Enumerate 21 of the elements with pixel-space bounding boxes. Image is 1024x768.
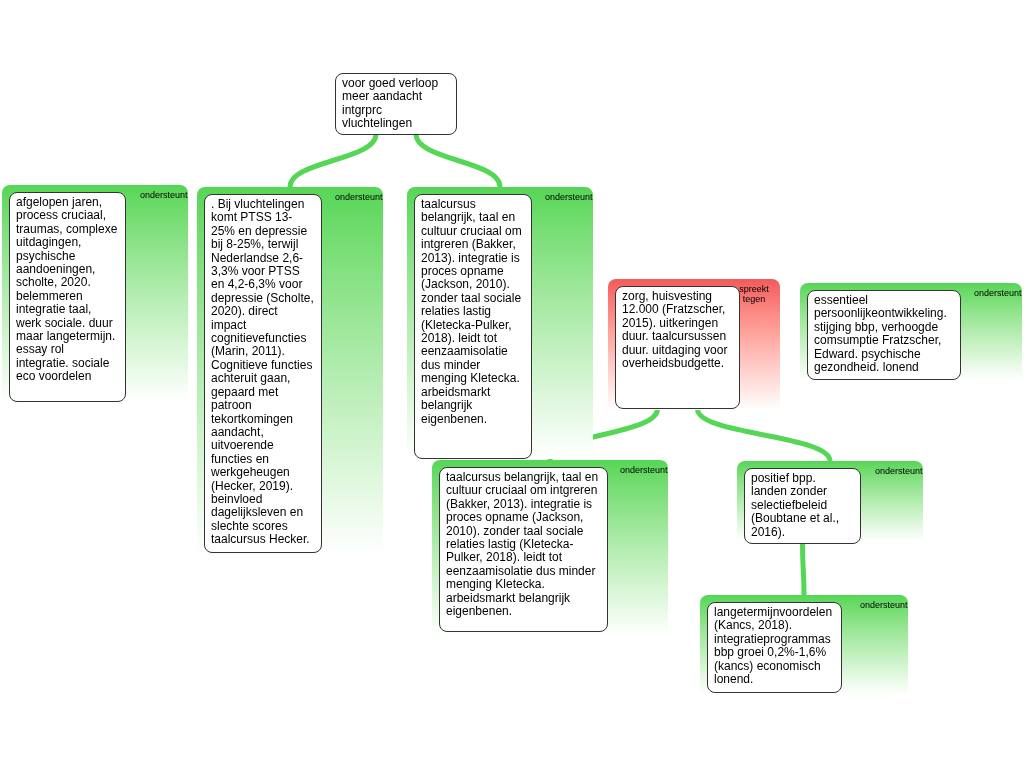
support-band bbox=[700, 595, 908, 695]
objection-band bbox=[608, 279, 780, 410]
reason-box: taalcursus belangrijk, taal en cultuur cruciaal om intgreren (Bakker, 2013). integratie is proces opname (Jackson, 2010). zonder taal sociale relaties lastig (Kletecka-Pulker, 2018). leidt tot eenzaamisolatie dus minder menging Kletecka. arbeidsmarkt belangrijk eigenbenen. bbox=[439, 467, 608, 632]
support-band bbox=[800, 283, 1022, 380]
support-band bbox=[407, 187, 593, 459]
relation-label: spreekt tegen bbox=[738, 284, 770, 304]
support-band bbox=[432, 460, 668, 636]
support-band bbox=[737, 461, 923, 541]
reason-box: positief bpp. landen zonder selectiefbeleid (Boubtane et al., 2016). bbox=[744, 468, 861, 544]
claim-box: voor goed verloop meer aandacht intgrprc vluchtelingen bbox=[335, 73, 457, 135]
connector bbox=[695, 408, 833, 462]
connector bbox=[413, 133, 503, 188]
reason-box: taalcursus belangrijk, taal en cultuur cruciaal om intgreren (Bakker, 2013). integratie is proces opname (Jackson, 2010). zonder taal sociale relaties lastig (Kletecka-Pulker, 2018). leidt tot eenzaamisolatie dus minder menging Kletecka. arbeidsmarkt belangrijk eigenbenen. bbox=[414, 194, 532, 459]
reason-box: zorg, huisvesting 12.000 (Fratzscher, 2015). uitkeringen duur. taalcursussen duur. uitdaging voor overheidsbudgette. bbox=[615, 286, 740, 409]
connector bbox=[800, 544, 807, 595]
support-band bbox=[2, 185, 188, 402]
reason-box: . Bij vluchtelingen komt PTSS 13-25% en depressie bij 8-25%, terwijl Nederlandse 2,6-3,3% voor PTSS en 4,2-6,3% voor depressie (Scholte, 2020). direct impact cognitievefuncties (Marin, 2011). Cognitieve functies achteruit gaan, gepaard met patroon tekortkomingen aandacht, uitvoerende functies en werkgeheugen (Hecker, 2019). beinvloed dagelijksleven en slechte scores taalcursus Hecker. bbox=[204, 194, 322, 553]
connector bbox=[287, 133, 379, 188]
reason-box: afgelopen jaren, process cruciaal, traumas, complexe uitdagingen, psychische aandoeningen, scholte, 2020. belemmeren integratie taal, werk sociale. duur maar langetermijn. essay rol integratie. sociale eco voordelen bbox=[9, 192, 126, 402]
reason-box: langetermijnvoordelen (Kancs, 2018). integratieprogrammas bbp groei 0,2%-1,6% (kancs) economisch lonend. bbox=[707, 602, 842, 693]
reason-box: essentieel persoonlijkeontwikkeling. stijging bbp, verhoogde comsumptie Fratzscher, Edward. psychische gezondheid. lonend bbox=[807, 290, 961, 380]
